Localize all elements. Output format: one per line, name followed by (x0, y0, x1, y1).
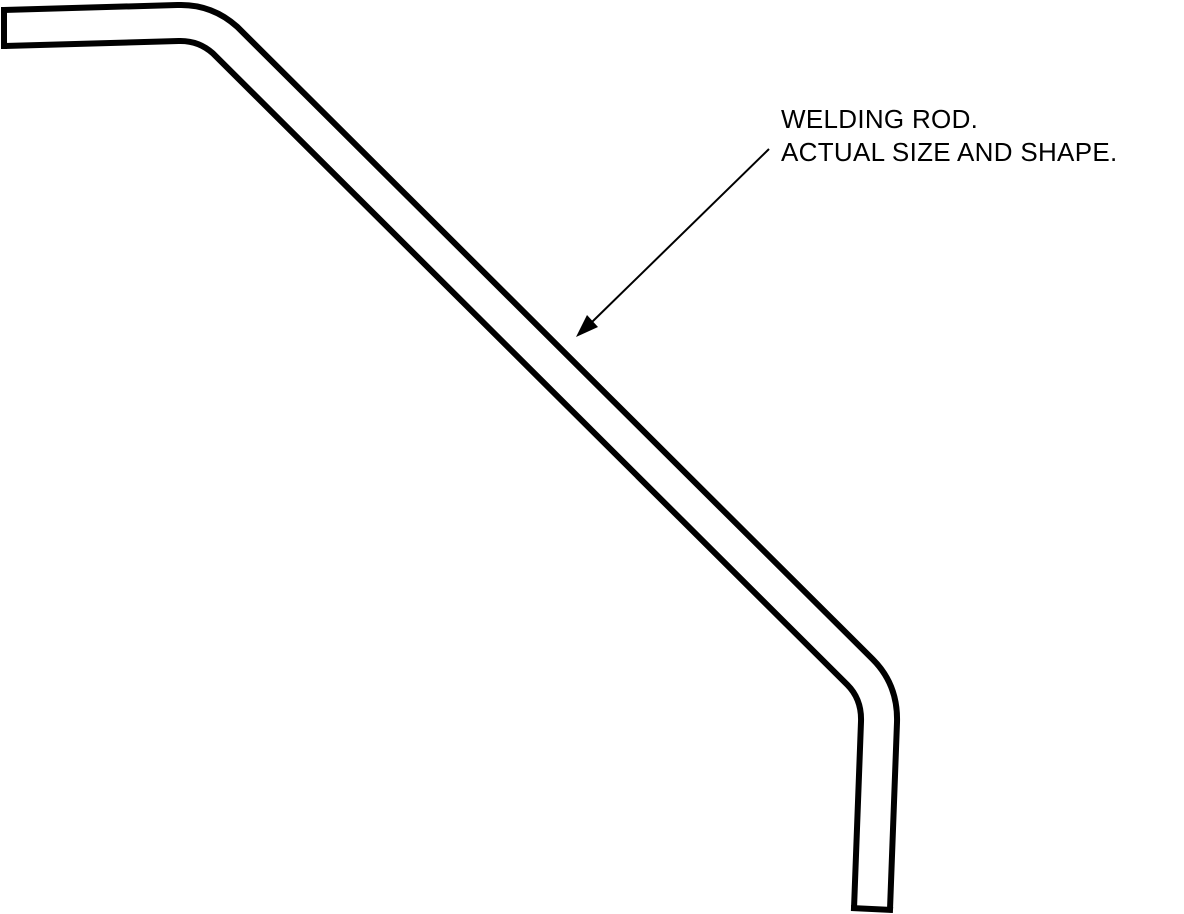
callout-label: WELDING ROD. ACTUAL SIZE AND SHAPE. (781, 103, 1118, 169)
leader-arrowhead (576, 315, 598, 337)
leader-line (591, 148, 770, 323)
welding-rod (1, 1, 901, 913)
rod-bottom-end (850, 905, 894, 913)
arrow-icon (576, 148, 770, 337)
callout-line-2: ACTUAL SIZE AND SHAPE. (781, 137, 1118, 167)
callout-line-1: WELDING ROD. (781, 104, 979, 134)
rod-outline (3, 1, 901, 910)
rod-fill (3, 7, 895, 910)
